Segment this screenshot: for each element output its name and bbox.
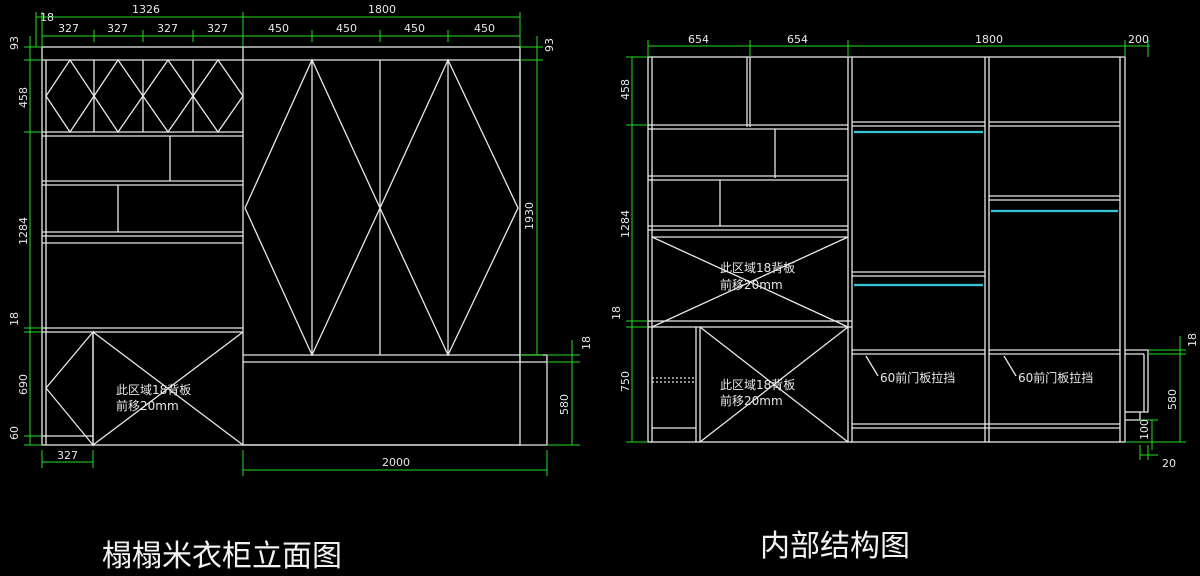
dim-1284-left: 1284 <box>17 217 30 245</box>
dim-edge-18: 18 <box>40 11 54 24</box>
dim-580-right: 580 <box>558 394 571 415</box>
structure-backboard-note-3: 此区域18背板 <box>720 378 795 392</box>
door-stop-note-1: 60前门板拉挡 <box>880 370 955 385</box>
dim-100: 100 <box>1138 419 1151 440</box>
structure-outline <box>647 56 1126 443</box>
backboard-note-line1: 此区域18背板 <box>116 383 191 397</box>
dim-1930-right: 1930 <box>523 202 536 230</box>
dim-18-right: 18 <box>580 336 593 350</box>
dim-1284-right-view: 1284 <box>619 210 632 238</box>
dim-654-b: 654 <box>787 33 808 46</box>
structure-dimensions: 654 654 1800 200 458 1284 18 750 18 580 … <box>610 33 1199 470</box>
dim-690-left: 690 <box>17 374 30 395</box>
dim-20: 20 <box>1162 457 1176 470</box>
dim-450-b: 450 <box>336 22 357 35</box>
structure-backboard-note-1: 此区域18背板 <box>720 261 795 275</box>
dim-18-left: 18 <box>8 312 21 326</box>
dim-1800-right: 1800 <box>975 33 1003 46</box>
dim-654-a: 654 <box>688 33 709 46</box>
backboard-note-line2: 前移20mm <box>116 398 179 413</box>
dim-750: 750 <box>619 371 632 392</box>
dim-93-left: 93 <box>8 36 21 50</box>
dim-458-right-view: 458 <box>619 79 632 100</box>
dim-18-right-view: 18 <box>610 306 623 320</box>
dim-450-d: 450 <box>474 22 495 35</box>
elevation-title: 榻榻米衣柜立面图 <box>102 539 342 574</box>
dim-1326: 1326 <box>132 3 160 16</box>
dim-93-right: 93 <box>543 38 556 52</box>
elevation-view: 此区域18背板 前移20mm <box>41 46 548 447</box>
dim-200: 200 <box>1128 33 1149 46</box>
dim-458-left: 458 <box>17 87 30 108</box>
dim-2000-bottom: 2000 <box>382 456 410 469</box>
dim-580-structure: 580 <box>1166 389 1179 410</box>
dim-1800: 1800 <box>368 3 396 16</box>
dim-450-a: 450 <box>268 22 289 35</box>
dim-327-a: 327 <box>58 22 79 35</box>
structure-backboard-note-2: 前移20mm <box>720 277 783 292</box>
dim-327-bottom: 327 <box>57 449 78 462</box>
internal-structure-view: 此区域18背板 前移20mm 此区域18背板 前移20mm 60前门板拉挡 60… <box>647 56 1149 443</box>
dim-327-b: 327 <box>107 22 128 35</box>
dim-327-c: 327 <box>157 22 178 35</box>
door-stop-note-2: 60前门板拉挡 <box>1018 370 1093 385</box>
dim-327-d: 327 <box>207 22 228 35</box>
dim-450-c: 450 <box>404 22 425 35</box>
structure-title: 内部结构图 <box>760 529 910 564</box>
structure-backboard-note-4: 前移20mm <box>720 393 783 408</box>
dim-18-structure: 18 <box>1186 333 1199 347</box>
elevation-dimensions: 1326 1800 18 327 327 327 327 450 450 450… <box>8 3 593 476</box>
dim-60-left: 60 <box>8 426 21 440</box>
